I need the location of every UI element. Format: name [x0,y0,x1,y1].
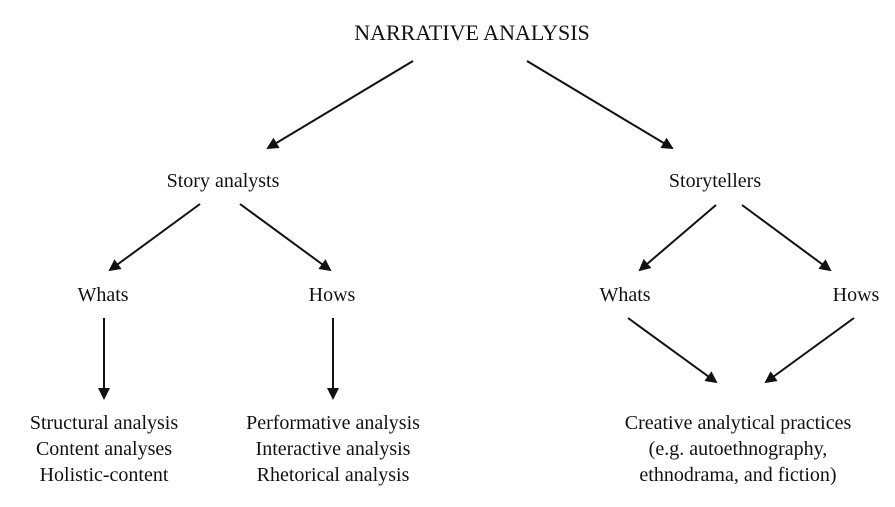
diagram-title: NARRATIVE ANALYSIS [354,20,590,45]
method-performative-analysis: Performative analysis [246,412,420,434]
story-analysts-hows-label: Hows [308,284,356,306]
whats-methods-list: Structural analysis Content analyses Hol… [30,410,178,488]
method-content-analyses: Content analyses [35,438,173,460]
arrow-story-analysts-to-hows [239,203,332,272]
creative-practices-list: Creative analytical practices (e.g. auto… [625,410,852,488]
hows-methods-list: Performative analysis Interactive analys… [246,410,420,488]
method-holistic-content: Holistic-content [39,464,169,486]
storytellers-whats-label: Whats [599,284,651,306]
storytellers-hows-label: Hows [832,284,880,306]
arrow-storytellers-to-whats [638,204,717,272]
creative-practices-line-2: (e.g. autoethnography, [648,438,828,460]
arrow-storytellers-to-hows [741,204,832,272]
storytellers-label: Storytellers [668,170,762,192]
story-analysts-whats-label: Whats [77,284,129,306]
story-analysts-label: Story analysts [166,170,280,192]
arrow-storytellers-hows-to-creative [764,317,855,384]
arrow-story-analysts-to-whats [108,203,201,272]
arrow-storytellers-whats-to-creative [627,317,718,384]
creative-practices-line-1: Creative analytical practices [624,412,852,434]
arrow-title-to-story-analysts [266,60,414,150]
creative-practices-line-3: ethnodrama, and fiction) [639,464,837,486]
method-rhetorical-analysis: Rhetorical analysis [256,464,410,486]
method-structural-analysis: Structural analysis [29,412,179,434]
method-interactive-analysis: Interactive analysis [255,438,411,460]
arrow-title-to-storytellers [526,60,674,150]
